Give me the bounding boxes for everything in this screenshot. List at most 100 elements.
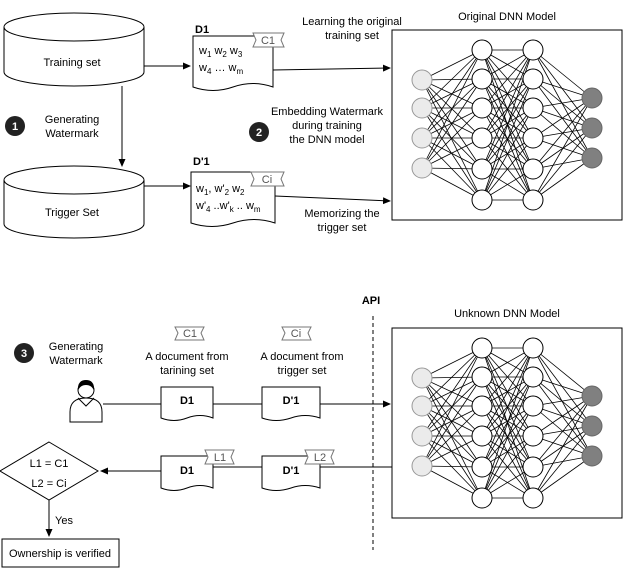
step-2-label-line2: during training bbox=[292, 120, 362, 132]
hidden-node bbox=[471, 189, 493, 211]
hidden-node bbox=[522, 366, 544, 388]
nn-edge bbox=[481, 49, 534, 139]
nn-edge bbox=[481, 347, 534, 437]
decision-diamond: L1 = C1 L2 = Ci bbox=[0, 441, 99, 501]
return-d1p-label: D'1 bbox=[283, 465, 300, 477]
word-text: w bbox=[211, 45, 222, 57]
user-icon bbox=[69, 380, 103, 423]
nn-edge bbox=[481, 376, 534, 499]
step-1-label-line1: Generating bbox=[45, 114, 99, 126]
hidden-node bbox=[522, 189, 544, 211]
word-text: … w bbox=[211, 62, 236, 74]
d1p-title: D'1 bbox=[193, 156, 210, 168]
return-d1p-document: D'1 bbox=[261, 455, 321, 491]
decision-line1: L1 = C1 bbox=[30, 458, 69, 470]
d1p-words-line1: w1, w'2 w2 bbox=[195, 183, 245, 197]
return-d1p-tag-label: L2 bbox=[314, 452, 326, 464]
d1-document: w1 w2 w3 w4 … wm bbox=[192, 35, 274, 91]
learning-label-line2: training set bbox=[325, 30, 379, 42]
return-d1-tag-label: L1 bbox=[214, 452, 226, 464]
d1p-words-line2: w'4 ..w'k .. wm bbox=[195, 200, 261, 214]
trigger-set-cylinder: Trigger Set bbox=[3, 165, 145, 239]
input-node bbox=[411, 97, 433, 119]
return-d1-tag: L1 bbox=[204, 449, 235, 465]
nn-edge bbox=[421, 377, 483, 468]
nn-edge bbox=[532, 97, 593, 201]
unknown-model-title: Unknown DNN Model bbox=[454, 308, 560, 320]
ownership-verified-label: Ownership is verified bbox=[9, 548, 111, 560]
nn-edge bbox=[421, 347, 483, 467]
nn-edge bbox=[421, 435, 483, 467]
word-subscript: 4 bbox=[206, 205, 211, 214]
d1p-tag-label: Ci bbox=[262, 174, 272, 186]
d1p-tag: Ci bbox=[250, 171, 285, 187]
nn-edge bbox=[421, 435, 483, 468]
nn-edge bbox=[481, 347, 534, 468]
input-node bbox=[411, 455, 433, 477]
d1p-to-model-arrow bbox=[274, 195, 391, 205]
nn-edge bbox=[481, 347, 534, 407]
query-d1p-document: D'1 bbox=[261, 386, 321, 421]
word-text: , w' bbox=[208, 183, 224, 195]
word-text: w bbox=[195, 183, 204, 195]
word-subscript: m bbox=[236, 67, 243, 76]
hidden-node bbox=[471, 158, 493, 180]
unknown-dnn-network bbox=[411, 337, 603, 509]
output-node bbox=[581, 117, 603, 139]
nn-edge bbox=[421, 137, 483, 169]
hidden-node bbox=[522, 39, 544, 61]
yes-label: Yes bbox=[55, 515, 73, 527]
word-subscript: 2 bbox=[240, 188, 245, 197]
nn-edge bbox=[532, 376, 593, 427]
word-text: w bbox=[198, 62, 207, 74]
doc-trigger-tag: Ci bbox=[281, 326, 312, 341]
doc-trigger-line2: trigger set bbox=[278, 365, 327, 377]
nn-edge bbox=[421, 376, 483, 467]
word-text: ..w' bbox=[211, 200, 230, 212]
nn-edge bbox=[532, 425, 593, 499]
word-subscript: 2 bbox=[225, 188, 230, 197]
word-text: w bbox=[198, 45, 207, 57]
nn-edge bbox=[421, 405, 483, 467]
nn-edge bbox=[421, 167, 483, 201]
nn-edge bbox=[532, 97, 593, 139]
step-2-number: 2 bbox=[256, 127, 262, 139]
word-subscript: 3 bbox=[238, 50, 243, 59]
hidden-node bbox=[522, 97, 544, 119]
nn-edge bbox=[421, 49, 483, 109]
nn-edge bbox=[532, 49, 593, 99]
nn-edge bbox=[421, 79, 483, 201]
hidden-node bbox=[471, 456, 493, 478]
word-subscript: 1 bbox=[204, 188, 209, 197]
query-d1-label: D1 bbox=[180, 395, 194, 407]
nn-edge bbox=[481, 137, 534, 201]
hidden-node bbox=[522, 127, 544, 149]
nn-edge bbox=[532, 127, 593, 201]
nn-edge bbox=[421, 107, 483, 169]
decision-line2: L2 = Ci bbox=[31, 478, 66, 490]
doc-training-line2: tarining set bbox=[160, 365, 214, 377]
ownership-verified-box: Ownership is verified bbox=[1, 538, 120, 568]
input-node bbox=[411, 395, 433, 417]
d1-title: D1 bbox=[195, 24, 209, 36]
word-text: .. w bbox=[234, 200, 254, 212]
input-node bbox=[411, 127, 433, 149]
nn-edge bbox=[532, 395, 593, 499]
hidden-node bbox=[471, 39, 493, 61]
input-node bbox=[411, 367, 433, 389]
nn-edge bbox=[421, 78, 483, 169]
nn-edge bbox=[421, 347, 483, 407]
hidden-node bbox=[471, 487, 493, 509]
hidden-node bbox=[522, 395, 544, 417]
trigger-set-label: Trigger Set bbox=[45, 207, 99, 219]
word-subscript: 4 bbox=[207, 67, 212, 76]
nn-edge bbox=[421, 465, 483, 499]
hidden-node bbox=[471, 127, 493, 149]
nn-edge bbox=[481, 107, 534, 201]
hidden-node bbox=[522, 456, 544, 478]
doc-training-tag-label: C1 bbox=[183, 328, 197, 340]
word-subscript: m bbox=[254, 205, 261, 214]
hidden-node bbox=[522, 158, 544, 180]
nn-edge bbox=[532, 376, 593, 457]
doc-trigger-line1: A document from bbox=[260, 351, 343, 363]
